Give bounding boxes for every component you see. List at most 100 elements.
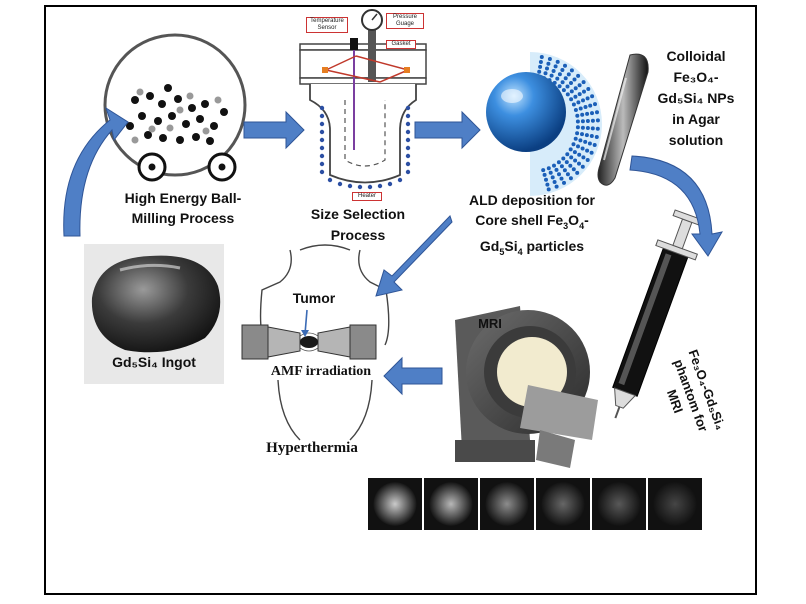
ingot-label: Gd₅Si₄ Ingot	[112, 354, 196, 370]
shell-particle-dot	[577, 152, 582, 157]
shell-particle-dot	[557, 84, 562, 89]
shell-particle-dot	[585, 119, 590, 123]
colloidal-label: Colloidal Fe₃O₄- Gd₅Si₄ NPs in Agar solu…	[646, 46, 746, 151]
shell-particle-dot	[577, 161, 581, 166]
core-shell-particle-icon	[486, 52, 602, 196]
shell-particle-dot	[582, 89, 586, 94]
ald-label-line2: Core shell Fe3O4-	[475, 212, 589, 231]
shell-particle-dot	[573, 94, 578, 99]
shell-particle-dot	[593, 102, 597, 107]
shell-particle-dot	[564, 160, 569, 165]
flow-arrows	[63, 106, 723, 396]
shell-particle-dot	[585, 126, 590, 130]
shell-particle-dot	[586, 87, 591, 91]
shell-particle-dot	[565, 84, 570, 89]
shell-particle-dot	[576, 144, 580, 149]
mri-slice-signal	[541, 482, 585, 526]
syringe-icon	[612, 209, 704, 419]
shell-particle-dot	[580, 125, 585, 130]
shell-particle-dot	[588, 103, 593, 108]
arrow-ingot-to-mill	[63, 106, 129, 237]
shell-particle-dot	[554, 184, 559, 189]
pressure-guage-label: Pressure Guage	[386, 13, 424, 29]
shell-particle-dot	[550, 175, 555, 180]
shell-particle-dot	[595, 118, 600, 123]
shell-particle-dot	[590, 118, 595, 123]
shell-particle-dot	[569, 68, 574, 73]
shell-particle-dot	[559, 164, 564, 169]
mri-slice-signal	[429, 482, 473, 526]
shell-particle-dot	[581, 155, 586, 160]
arrow-ald-to-body	[375, 215, 453, 297]
shell-particle-dot	[539, 55, 544, 59]
ald-label-line1: ALD deposition for	[469, 192, 595, 208]
shell-particle-dot	[565, 92, 570, 97]
shell-particle-dot	[577, 92, 582, 97]
shell-particle-dot	[580, 164, 585, 169]
shell-particle-dot	[552, 163, 556, 168]
mri-slice-signal	[653, 482, 697, 526]
amf-label: AMF irradiation	[270, 364, 372, 379]
mri-slice-signal	[485, 482, 529, 526]
shell-particle-dot	[548, 170, 553, 175]
shell-particle-dot	[590, 94, 595, 99]
shell-particle-dot	[575, 113, 580, 118]
shell-particle-dot	[538, 60, 543, 64]
arrow-mri-to-body	[383, 356, 443, 396]
shell-particle-dot	[575, 131, 580, 136]
shell-particle-dot	[545, 66, 549, 71]
shell-particle-dot	[566, 72, 571, 77]
shell-particle-dot	[562, 180, 566, 185]
colloidal-line1: Colloidal	[666, 48, 726, 64]
shell-particle-dot	[569, 81, 573, 85]
shell-particle-dot	[590, 126, 595, 131]
shell-particle-dot	[576, 73, 581, 78]
shell-particle-dot	[546, 166, 551, 171]
shell-particle-dot	[565, 152, 570, 157]
shell-particle-dot	[563, 76, 568, 81]
shell-particle-dot	[577, 83, 582, 88]
size-selection-apparatus-icon	[299, 9, 427, 190]
shell-particle-dot	[584, 133, 589, 138]
shell-particle-dot	[589, 150, 594, 155]
arrow-size-to-ald	[414, 110, 481, 150]
gasket-label: Gasket	[386, 40, 416, 49]
shell-particle-dot	[585, 148, 590, 153]
shell-particle-dot	[553, 64, 558, 69]
shell-particle-dot	[573, 136, 578, 141]
shell-particle-dot	[561, 156, 566, 161]
shell-particle-dot	[547, 57, 552, 61]
shell-particle-dot	[594, 135, 599, 139]
tumor-icon	[300, 336, 318, 348]
tumor-label: Tumor	[292, 290, 336, 306]
shell-particle-dot	[568, 176, 573, 181]
shell-particle-dot	[583, 105, 588, 109]
shell-particle-dot	[560, 68, 565, 72]
shell-particle-dot	[555, 59, 560, 64]
shell-particle-dot	[580, 132, 584, 137]
shell-particle-dot	[578, 106, 583, 111]
shell-particle-dot	[563, 63, 567, 68]
shell-particle-dot	[581, 80, 586, 85]
mri-label: MRI	[478, 316, 502, 331]
shell-particle-dot	[585, 96, 590, 101]
ald-label: ALD deposition for Core shell Fe3O4- Gd5…	[452, 190, 612, 262]
shell-particle-dot	[575, 119, 580, 124]
shell-particle-dot	[590, 111, 594, 116]
shell-particle-dot	[562, 168, 567, 173]
mri-slice-strip	[368, 478, 702, 530]
shell-particle-dot	[554, 167, 559, 172]
ball-mill-label: High Energy Ball-Milling Process	[124, 190, 242, 226]
mri-slice-signal	[373, 482, 417, 526]
shell-particle-dot	[587, 141, 592, 146]
shell-particle-dot	[555, 76, 560, 81]
shell-particle-dot	[557, 72, 562, 77]
shell-particle-dot	[575, 125, 580, 130]
shell-particle-dot	[561, 88, 566, 93]
temperature-sensor-label: Temperature Sensor	[306, 17, 348, 33]
shell-particle-dot	[573, 108, 578, 112]
shell-particle-dot	[569, 89, 574, 94]
shell-particle-dot	[542, 172, 547, 177]
colloidal-line5: solution	[668, 132, 724, 148]
shell-particle-dot	[546, 61, 551, 66]
